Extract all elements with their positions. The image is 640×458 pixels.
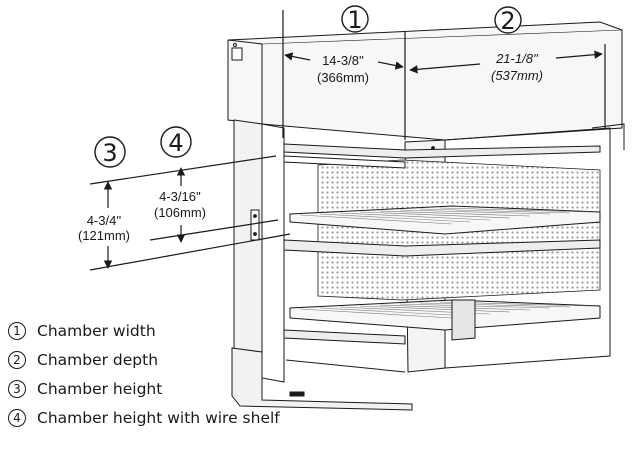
width-metric: (366mm) [317,70,369,85]
base-cabinet [231,347,413,411]
callout-4: 4 [160,126,192,158]
legend-label: Chamber height [37,380,163,398]
dimension-lines [89,10,606,271]
legend-item: 1 Chamber width [8,318,368,344]
shelf-height-imperial: 4-3/16'' [159,189,201,204]
depth-arrow-right [555,50,603,59]
legend-number: 3 [8,380,26,398]
width-imperial: 14-3/8'' [322,53,364,68]
depth-imperial: 21-1/8'' [495,51,538,66]
legend-number: 4 [8,409,26,427]
shelves [283,143,601,345]
height-imperial: 4-3/4'' [87,213,122,228]
height-metric: (121mm) [78,228,130,243]
legend-number: 1 [8,322,26,340]
callout-3: 3 [94,136,126,168]
legend-item: 4 Chamber height with wire shelf [8,405,368,431]
legend-item: 2 Chamber depth [8,347,368,373]
side-bracket [250,209,260,241]
depth-metric: (537mm) [491,68,543,83]
svg-text:3: 3 [102,139,117,167]
width-arrow-right [377,61,404,70]
svg-text:2: 2 [500,7,515,35]
legend: 1 Chamber width 2 Chamber depth 3 Chambe… [8,318,368,434]
legend-item: 3 Chamber height [8,376,368,402]
svg-text:1: 1 [347,6,362,34]
top-housing [227,21,623,141]
callout-1: 1 [341,5,369,34]
width-arrow-left [284,52,311,61]
callout-2: 2 [494,6,522,35]
legend-label: Chamber depth [37,351,159,369]
legend-label: Chamber width [37,322,156,340]
legend-label: Chamber height with wire shelf [37,409,280,427]
legend-number: 2 [8,351,26,369]
svg-text:4: 4 [168,129,183,157]
shelf-height-metric: (106mm) [154,205,206,220]
depth-arrow-left [409,63,481,74]
